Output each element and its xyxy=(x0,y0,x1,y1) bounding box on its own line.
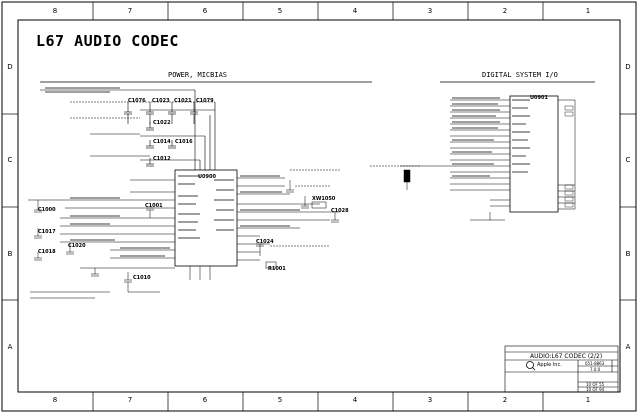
sheet-title: L67 AUDIO CODEC xyxy=(36,32,179,50)
column-label-bottom: 4 xyxy=(352,396,358,404)
column-label-top: 2 xyxy=(502,7,508,15)
part-ref: C1023 xyxy=(152,98,170,104)
column-label-top: 5 xyxy=(277,7,283,15)
title-block-page-title: AUDIO:L67 CODEC (2/2) xyxy=(530,353,603,360)
part-ref: U0900 xyxy=(198,174,216,180)
part-ref: C1017 xyxy=(38,229,56,235)
power-section-title: POWER, MICBIAS xyxy=(168,71,228,79)
column-label-top: 4 xyxy=(352,7,358,15)
title-block-frame xyxy=(504,345,619,393)
row-label-right: C xyxy=(625,156,631,164)
column-label-bottom: 6 xyxy=(202,396,208,404)
row-label-right: D xyxy=(625,63,631,71)
pin-label-marks xyxy=(45,87,530,257)
part-ref: C1028 xyxy=(331,208,349,214)
apple-logo-icon xyxy=(526,361,536,371)
part-ref: C1076 xyxy=(128,98,146,104)
column-label-top: 3 xyxy=(427,7,433,15)
digital-section-title: DIGITAL SYSTEM I/O xyxy=(482,71,558,79)
column-label-bottom: 8 xyxy=(52,396,58,404)
part-ref: C1016 xyxy=(175,139,193,145)
column-label-bottom: 5 xyxy=(277,396,283,404)
output-parts-group xyxy=(256,169,340,269)
title-block-sheet-b: 10 OF 94 xyxy=(586,387,605,392)
part-ref: C1079 xyxy=(196,98,214,104)
column-label-top: 6 xyxy=(202,7,208,15)
title-block-drawing-number: 051-8863 xyxy=(585,361,605,366)
inner-border xyxy=(17,19,621,393)
part-ref: C1022 xyxy=(153,120,171,126)
column-label-top: 8 xyxy=(52,7,58,15)
title-block-revision: 7.0.0 xyxy=(590,367,601,372)
row-label-right: A xyxy=(625,343,631,351)
column-label-bottom: 7 xyxy=(127,396,133,404)
digital-io-ic-pins xyxy=(370,99,576,221)
part-ref: C1024 xyxy=(256,239,274,245)
title-block-sheet-a: 10 OF 55 xyxy=(586,382,605,387)
digital-io-net-tags xyxy=(564,105,574,208)
codec-ic-pins xyxy=(60,177,340,280)
part-ref: C1000 xyxy=(38,207,56,213)
part-ref: R1001 xyxy=(268,266,286,272)
column-label-bottom: 1 xyxy=(585,396,591,404)
column-label-bottom: 2 xyxy=(502,396,508,404)
decoupling-capacitor-group xyxy=(40,89,216,170)
part-ref: C1010 xyxy=(133,275,151,281)
title-block-company: Apple Inc. xyxy=(537,362,562,368)
row-label-left: C xyxy=(7,156,13,164)
row-label-right: B xyxy=(625,250,631,258)
part-ref: C1020 xyxy=(68,243,86,249)
part-ref: C1001 xyxy=(145,203,163,209)
digital-io-ic-body xyxy=(509,95,559,213)
column-label-top: 7 xyxy=(127,7,133,15)
row-label-left: A xyxy=(7,343,13,351)
part-ref: C1021 xyxy=(174,98,192,104)
row-label-left: B xyxy=(7,250,13,258)
part-ref: U0901 xyxy=(530,95,548,101)
column-label-bottom: 3 xyxy=(427,396,433,404)
input-capacitor-group xyxy=(28,199,175,299)
column-label-top: 1 xyxy=(585,7,591,15)
row-label-left: D xyxy=(7,63,13,71)
part-ref: C1018 xyxy=(38,249,56,255)
part-ref: C1014 xyxy=(153,139,171,145)
part-ref: XW1050 xyxy=(312,196,336,202)
part-ref: C1012 xyxy=(153,156,171,162)
